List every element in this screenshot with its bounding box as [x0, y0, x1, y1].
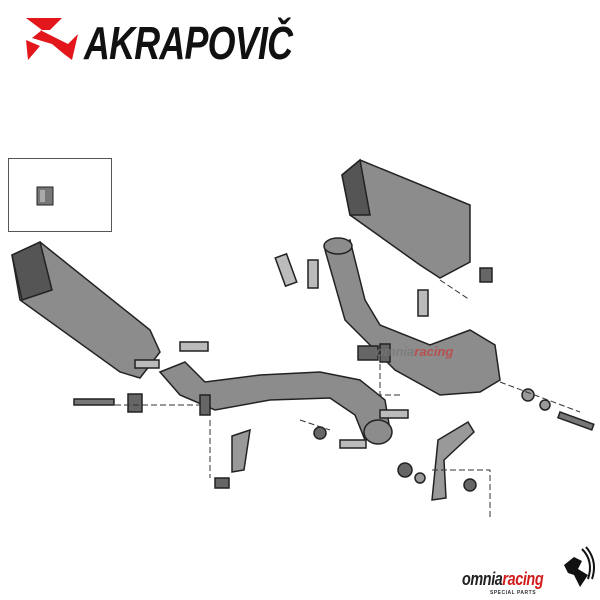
watermark-part2: racing: [414, 344, 454, 359]
watermark: omniaracing: [376, 344, 453, 359]
footer-logo: omniaracing: [462, 569, 544, 590]
left-link-pipe: [158, 361, 391, 441]
griffin-logo-icon: [564, 546, 595, 587]
footer-logo-part2: racing: [502, 569, 544, 589]
right-header-pipe: [324, 238, 501, 396]
brand-name: AKRAPOVIČ: [84, 17, 293, 69]
small-part-icon: [36, 186, 54, 206]
inset-detail-box: [8, 158, 112, 232]
footer-tagline: SPECIAL PARTS: [490, 590, 537, 596]
akrapovic-logo-icon: [26, 18, 78, 60]
watermark-part1: omnia: [376, 344, 415, 359]
right-muffler: [341, 159, 471, 279]
footer-logo-part1: omnia: [462, 569, 503, 589]
